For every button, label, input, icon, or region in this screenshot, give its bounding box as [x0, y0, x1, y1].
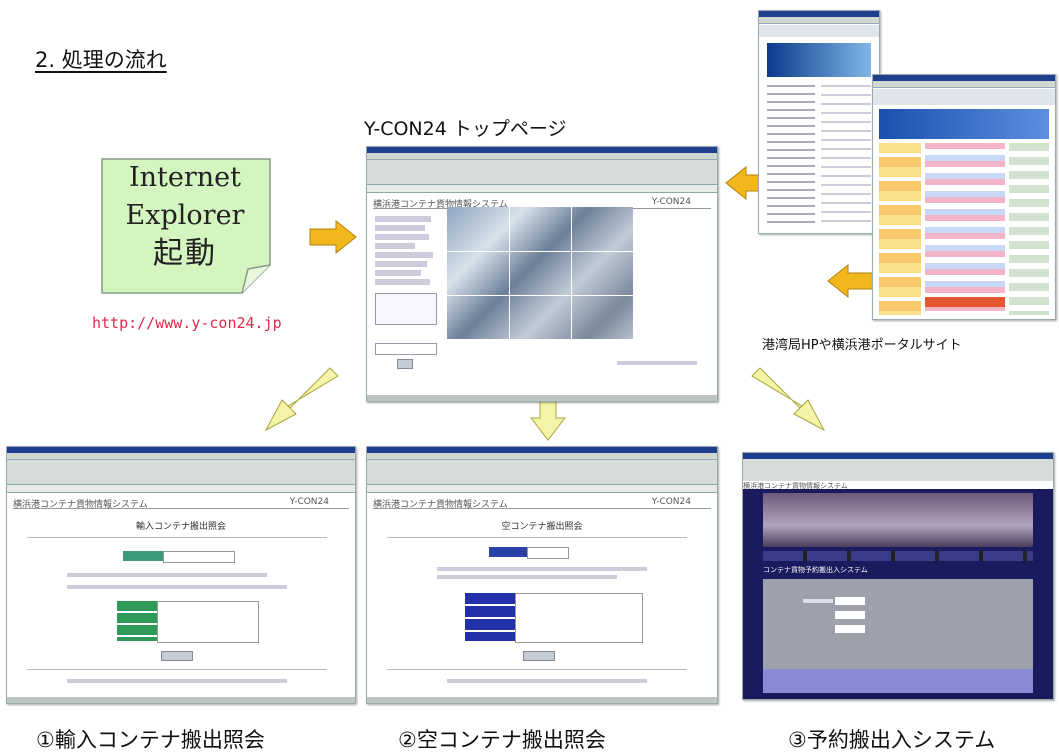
caption-empty-inquiry: ②空コンテナ搬出照会 [398, 728, 606, 752]
brand-label: Y-CON24 [289, 497, 329, 507]
note-line-explorer: Explorer [125, 200, 245, 231]
arrow-down-left-icon [264, 367, 339, 432]
caption-import-inquiry: ①輸入コンテナ搬出照会 [36, 728, 265, 752]
site-url[interactable]: http://www.y-con24.jp [92, 314, 282, 332]
reservation-system-screenshot: 横浜港コンテナ貨物情報システム コンテナ貨物予約搬出入システム [742, 452, 1054, 700]
yokohama-port-portal-screenshot [872, 74, 1056, 320]
caption-reservation-system: ③予約搬出入システム [788, 728, 996, 752]
note-shape [101, 158, 271, 294]
empty-container-inquiry-screenshot: 横浜港コンテナ貨物情報システム Y-CON24 空コンテナ搬出照会 [366, 446, 718, 704]
brand-label: Y-CON24 [651, 497, 691, 507]
system-name: 横浜港コンテナ貨物情報システム [743, 482, 848, 489]
side-menu [375, 213, 437, 333]
arrow-right-icon [309, 220, 357, 254]
import-screen-title: 輸入コンテナ搬出照会 [135, 522, 226, 532]
system-name: 横浜港コンテナ貨物情報システム [373, 500, 508, 510]
page-title: 2. 処理の流れ [35, 48, 167, 72]
system-name: 横浜港コンテナ貨物情報システム [13, 500, 148, 510]
arrow-left-icon [827, 264, 875, 298]
system-name: 横浜港コンテナ貨物情報システム [373, 200, 508, 210]
top-page-label: Y-CON24 トップページ [364, 118, 567, 140]
arrow-down-right-icon [751, 367, 826, 432]
note-line-launch: 起動 [153, 236, 217, 271]
port-bureau-hp-screenshot [758, 10, 880, 234]
top-page-screenshot: 横浜港コンテナ貨物情報システム Y-CON24 [366, 146, 718, 402]
reservation-screen-title: コンテナ貨物予約搬出入システム [763, 566, 868, 574]
reservation-header: 横浜港コンテナ貨物情報システム [743, 481, 1053, 489]
port-photo-collage [447, 207, 633, 339]
brand-label: Y-CON24 [651, 197, 691, 207]
import-inquiry-screenshot: 横浜港コンテナ貨物情報システム Y-CON24 輸入コンテナ搬出照会 [6, 446, 356, 704]
internet-explorer-note: Internet Explorer 起動 [100, 157, 298, 295]
note-line-internet: Internet [128, 162, 241, 193]
empty-screen-title: 空コンテナ搬出照会 [501, 522, 583, 532]
portal-sites-label: 港湾局HPや横浜港ポータルサイト [762, 338, 962, 353]
